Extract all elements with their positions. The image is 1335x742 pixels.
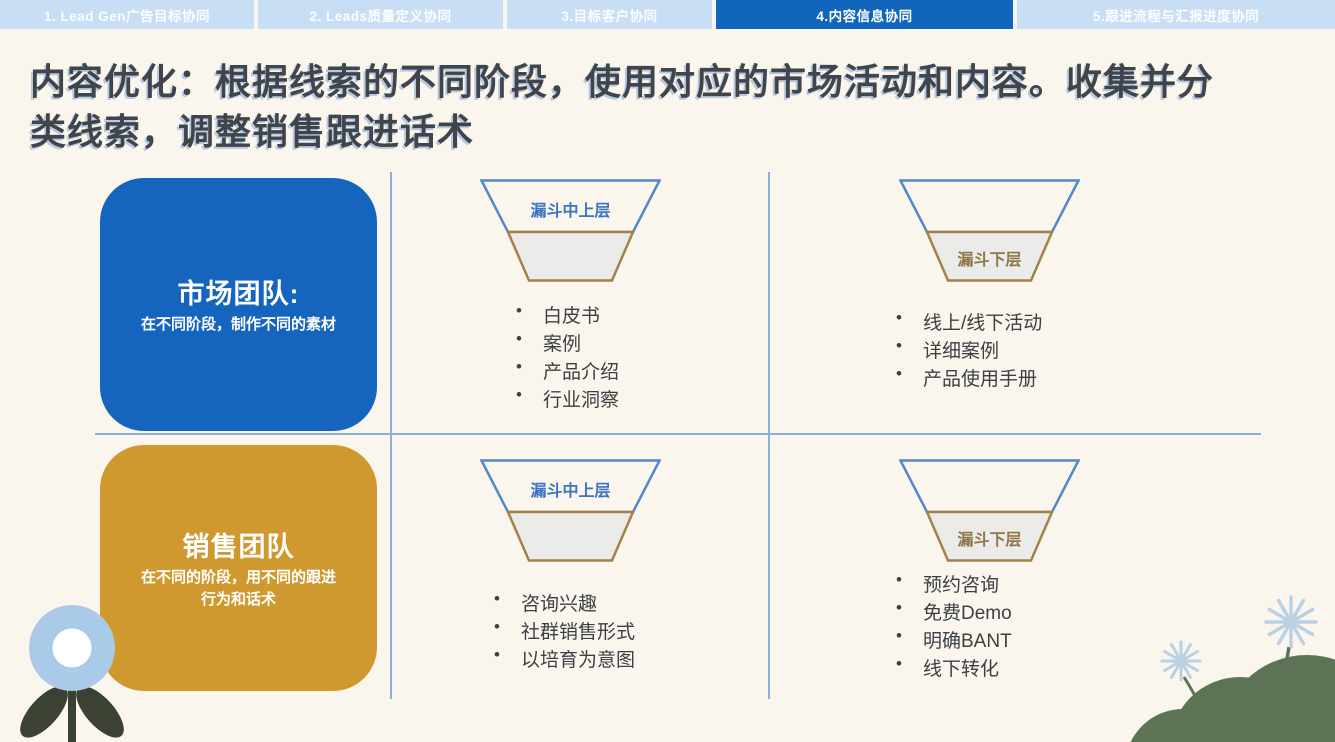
list-item: • 行业洞察 [516,385,619,413]
horizontal-divider [95,433,1261,435]
list-item: • 产品使用手册 [896,364,1042,392]
tab-leads-quality-definition[interactable]: 2. Leads质量定义协同 [258,0,503,29]
funnel-label-market-low: 漏斗下层 [957,252,1022,269]
tab-content-info-active[interactable]: 4.内容信息协同 [716,0,1013,29]
bullet-icon: • [896,570,902,589]
vertical-divider-left [390,172,392,699]
list-item: • 线下转化 [896,654,1012,682]
funnel-diagram-sales-mid [480,459,661,562]
sales-team-desc: 在不同的阶段，用不同的跟进 行为和话术 [140,568,336,609]
list-item: • 免费Demo [896,598,1012,626]
bullet-icon: • [896,336,902,355]
tab-followup-process[interactable]: 5.跟进流程与汇报进度协同 [1017,0,1335,29]
sparkle-icon [1160,595,1318,682]
section-tab-bar: 1. Lead Gen广告目标协同 2. Leads质量定义协同 3.目标客户协… [0,0,1335,29]
list-item: • 产品介绍 [516,357,619,385]
bullet-icon: • [896,626,902,645]
bush-decoration-icon [1130,595,1335,742]
list-item: • 白皮书 [516,301,619,329]
funnel-diagram-sales-low [899,459,1080,562]
funnel-label-market-mid: 漏斗中上层 [530,203,611,220]
list-item-text: 白皮书 [543,306,601,327]
bullet-icon: • [896,654,902,673]
market-team-desc: 在不同阶段，制作不同的素材 [140,316,336,334]
list-item: • 预约咨询 [896,570,1012,598]
list-item: • 社群销售形式 [494,617,635,645]
flower-decoration-icon [20,605,124,742]
tab-target-customer[interactable]: 3.目标客户协同 [507,0,712,29]
list-item-text: 产品使用手册 [923,369,1038,390]
list-item-text: 社群销售形式 [521,622,636,643]
sales-team-box: 销售团队 在不同的阶段，用不同的跟进 行为和话术 [100,445,377,691]
bullet-icon: • [516,301,522,320]
list-item-text: 产品介绍 [543,362,620,383]
list-item-text: 线上/线下活动 [923,313,1043,334]
list-item: • 案例 [516,329,619,357]
list-item-text: 咨询兴趣 [521,594,598,615]
list-item-text: 预约咨询 [923,575,1000,596]
funnel-label-sales-mid: 漏斗中上层 [530,483,611,500]
bullet-icon: • [896,364,902,383]
tab-lead-gen-ad-goals[interactable]: 1. Lead Gen广告目标协同 [0,0,254,29]
bullet-icon: • [494,617,500,636]
list-item-text: 线下转化 [923,659,1000,680]
list-item: • 以培育为意图 [494,645,635,673]
slide-title: 内容优化：根据线索的不同阶段，使用对应的市场活动和内容。收集并分 类线索，调整销… [30,57,1320,156]
funnel-diagram-market-low [899,179,1080,282]
funnel-label-sales-low: 漏斗下层 [957,532,1022,549]
market-team-name: 市场团队: [177,279,300,310]
content-list-market-mid: • 白皮书 • 案例 • 产品介绍 • 行业洞察 [516,301,619,413]
slide-title-line2: 类线索，调整销售跟进话术 [30,110,475,152]
list-item-text: 行业洞察 [543,390,620,411]
list-item-text: 明确BANT [923,631,1012,652]
list-item: • 咨询兴趣 [494,589,635,617]
bullet-icon: • [494,589,500,608]
market-team-box: 市场团队: 在不同阶段，制作不同的素材 [100,178,377,431]
sales-team-name: 销售团队 [182,531,295,562]
bullet-icon: • [896,308,902,327]
bullet-icon: • [516,329,522,348]
content-list-sales-low: • 预约咨询 • 免费Demo • 明确BANT • 线下转化 [896,570,1012,682]
list-item-text: 案例 [543,334,582,355]
funnel-diagram-market-mid [480,179,661,282]
list-item-text: 详细案例 [923,341,1000,362]
list-item: • 明确BANT [896,626,1012,654]
bullet-icon: • [516,385,522,404]
content-list-sales-mid: • 咨询兴趣 • 社群销售形式 • 以培育为意图 [494,589,635,673]
list-item: • 详细案例 [896,336,1042,364]
bullet-icon: • [494,645,500,664]
slide-title-line1: 内容优化：根据线索的不同阶段，使用对应的市场活动和内容。收集并分 [30,61,1215,102]
bullet-icon: • [896,598,902,617]
vertical-divider-right [768,172,770,699]
bullet-icon: • [516,357,522,376]
list-item-text: 免费Demo [923,603,1012,624]
list-item-text: 以培育为意图 [521,650,636,671]
list-item: • 线上/线下活动 [896,308,1042,336]
content-list-market-low: • 线上/线下活动 • 详细案例 • 产品使用手册 [896,308,1042,392]
